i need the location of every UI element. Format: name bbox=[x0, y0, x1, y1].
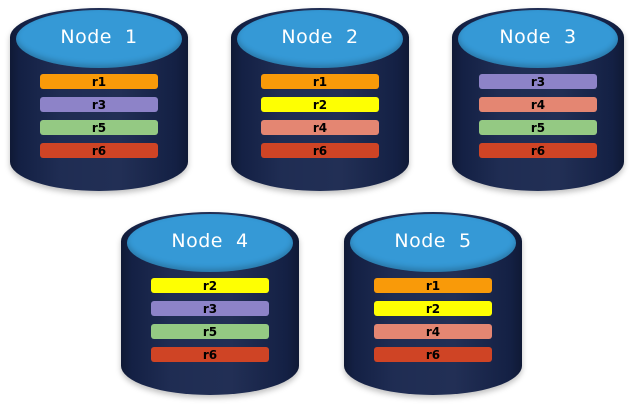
node-label: Node 4 bbox=[171, 230, 249, 252]
cylinder-top-ellipse bbox=[236, 10, 404, 68]
node-label: Node 1 bbox=[60, 26, 138, 48]
replica-bar[interactable]: r4 bbox=[261, 120, 379, 135]
replica-bar[interactable]: r6 bbox=[479, 143, 597, 158]
replica-list: r1 r2 r4 r6 bbox=[231, 74, 409, 158]
storage-node[interactable]: Node 3 r3 r4 r5 r6 bbox=[452, 8, 624, 191]
replica-bar[interactable]: r2 bbox=[374, 301, 492, 316]
cylinder-top-ellipse bbox=[349, 214, 517, 272]
replica-bar[interactable]: r6 bbox=[261, 143, 379, 158]
replica-bar[interactable]: r4 bbox=[479, 97, 597, 112]
replica-bar[interactable]: r1 bbox=[40, 74, 158, 89]
storage-node[interactable]: Node 5 r1 r2 r4 r6 bbox=[344, 212, 522, 395]
replica-bar[interactable]: r2 bbox=[151, 278, 269, 293]
cylinder-top-ellipse bbox=[126, 214, 294, 272]
storage-node[interactable]: Node 2 r1 r2 r4 r6 bbox=[231, 8, 409, 191]
cylinder-top-ellipse bbox=[457, 10, 619, 68]
replica-bar[interactable]: r3 bbox=[40, 97, 158, 112]
replica-list: r3 r4 r5 r6 bbox=[452, 74, 624, 158]
replica-bar[interactable]: r4 bbox=[374, 324, 492, 339]
node-label: Node 5 bbox=[394, 230, 472, 252]
replica-bar[interactable]: r1 bbox=[261, 74, 379, 89]
storage-node[interactable]: Node 1 r1 r3 r5 r6 bbox=[10, 8, 188, 191]
replica-list: r1 r2 r4 r6 bbox=[344, 278, 522, 362]
replica-bar[interactable]: r5 bbox=[40, 120, 158, 135]
node-label: Node 3 bbox=[499, 26, 577, 48]
node-label: Node 2 bbox=[281, 26, 359, 48]
replica-bar[interactable]: r6 bbox=[40, 143, 158, 158]
storage-node[interactable]: Node 4 r2 r3 r5 r6 bbox=[121, 212, 299, 395]
replica-bar[interactable]: r6 bbox=[374, 347, 492, 362]
replica-bar[interactable]: r3 bbox=[479, 74, 597, 89]
replica-bar[interactable]: r2 bbox=[261, 97, 379, 112]
replica-bar[interactable]: r3 bbox=[151, 301, 269, 316]
replica-bar[interactable]: r6 bbox=[151, 347, 269, 362]
replica-bar[interactable]: r1 bbox=[374, 278, 492, 293]
replica-list: r2 r3 r5 r6 bbox=[121, 278, 299, 362]
replica-list: r1 r3 r5 r6 bbox=[10, 74, 188, 158]
replica-bar[interactable]: r5 bbox=[479, 120, 597, 135]
replica-bar[interactable]: r5 bbox=[151, 324, 269, 339]
cylinder-top-ellipse bbox=[15, 10, 183, 68]
